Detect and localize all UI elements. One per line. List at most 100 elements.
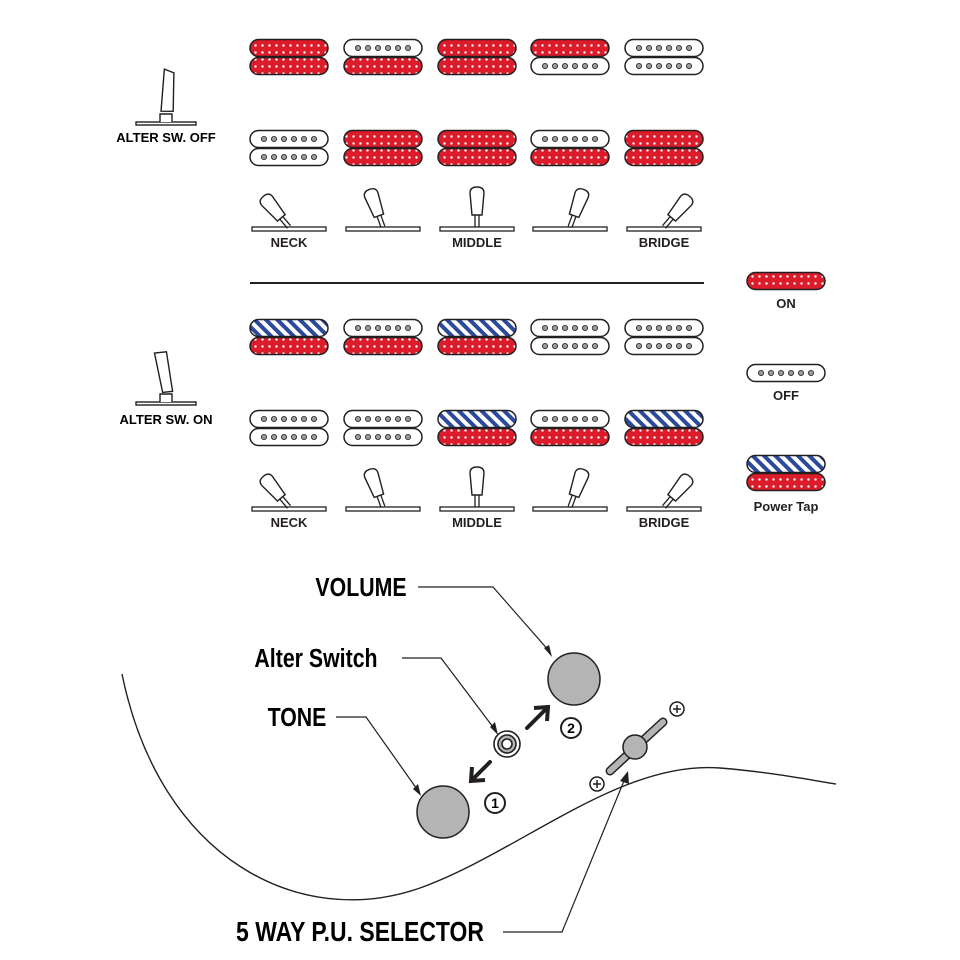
selector-leader-arrow-icon xyxy=(620,771,629,784)
pickup-coil-top xyxy=(530,318,610,338)
pickup-coil-top xyxy=(530,409,610,429)
pickup-coil-bottom xyxy=(624,147,704,167)
pickup-coil-bottom xyxy=(343,56,423,76)
pickup-coil-bottom xyxy=(249,56,329,76)
alter-on-label: ALTER SW. ON xyxy=(120,412,213,427)
pickup-coil-top xyxy=(343,409,423,429)
selector-lever-icon-3 xyxy=(439,186,515,232)
switch-section-2: NECK MIDDLE BRIDGE xyxy=(249,318,704,530)
tone-leader-line xyxy=(336,716,420,793)
pickup-coil-bottom xyxy=(530,56,610,76)
pickup-coil-bottom xyxy=(343,336,423,356)
pickup-coil-bottom xyxy=(624,427,704,447)
position-label: NECK xyxy=(271,235,308,250)
selector-lever-icon-2 xyxy=(345,468,421,512)
alter-off-switch-icon xyxy=(135,68,197,126)
legend-item-on: ON xyxy=(746,271,826,311)
marker-2-circle xyxy=(560,717,582,739)
alter-switch-leader-arrow-icon xyxy=(490,722,498,735)
alter-off-label: ALTER SW. OFF xyxy=(116,130,215,145)
pickup-coil-top xyxy=(624,129,704,149)
humbucker-pickup xyxy=(624,318,704,356)
humbucker-pickup xyxy=(249,129,329,167)
volume-leader-line xyxy=(418,586,551,653)
pickup-coil-top xyxy=(437,129,517,149)
humbucker-pickup xyxy=(343,129,423,167)
pickup-coil-bottom xyxy=(530,427,610,447)
pickup-coil-bottom xyxy=(530,147,610,167)
selector-lever-icon-3 xyxy=(439,466,515,512)
humbucker-pickup xyxy=(437,129,517,167)
humbucker-pickup xyxy=(343,38,423,76)
pickup-coil-top xyxy=(343,318,423,338)
legend-item-off: OFF xyxy=(746,363,826,403)
volume-knob[interactable] xyxy=(547,652,601,706)
position-label: BRIDGE xyxy=(639,515,690,530)
humbucker-pickup xyxy=(249,409,329,447)
legend-label: OFF xyxy=(773,388,799,403)
screw-top-icon xyxy=(669,701,685,717)
humbucker-pickup xyxy=(249,318,329,356)
pickup-coil-top xyxy=(249,38,329,58)
pickup-coil-bottom xyxy=(249,147,329,167)
legend-item-tap: Power Tap xyxy=(746,454,826,514)
pickup-coil-bottom xyxy=(437,427,517,447)
selector-leader-line xyxy=(503,775,627,933)
marker-1-circle xyxy=(484,792,506,814)
five-way-selector[interactable] xyxy=(605,717,668,776)
pickup-coil-top xyxy=(343,129,423,149)
alter-on-switch-icon xyxy=(135,351,197,406)
selector-lever-icon-5 xyxy=(626,193,702,232)
pickup-coil-top xyxy=(530,129,610,149)
alter-switch-callout-label: Alter Switch xyxy=(254,644,377,674)
legend-label: Power Tap xyxy=(754,499,819,514)
humbucker-pickup xyxy=(624,129,704,167)
pickup-coil-top xyxy=(249,409,329,429)
humbucker-pickup xyxy=(530,409,610,447)
pickup-coil-bottom xyxy=(624,56,704,76)
screw-bottom-icon xyxy=(589,776,605,792)
legend-swatch-bottom xyxy=(746,472,826,492)
pickup-coil-top xyxy=(343,38,423,58)
pickup-coil-top xyxy=(624,409,704,429)
marker-1: 1 xyxy=(491,795,499,811)
selector-lever-icon-2 xyxy=(345,188,421,232)
position-label: BRIDGE xyxy=(639,235,690,250)
pickup-coil-bottom xyxy=(249,427,329,447)
tone-knob[interactable] xyxy=(416,785,470,839)
selector-lever-icon-1 xyxy=(251,473,327,512)
pickup-coil-bottom xyxy=(343,427,423,447)
arrow-down-left-head xyxy=(468,766,486,784)
pickup-coil-top xyxy=(437,38,517,58)
marker-2: 2 xyxy=(567,720,575,736)
position-label: MIDDLE xyxy=(452,515,502,530)
pickup-coil-bottom xyxy=(343,147,423,167)
selector-lever-icon-4 xyxy=(532,468,608,512)
humbucker-pickup xyxy=(624,409,704,447)
humbucker-pickup xyxy=(624,38,704,76)
pickup-coil-top xyxy=(437,318,517,338)
legend-swatch xyxy=(746,271,826,291)
alter-switch-button[interactable] xyxy=(493,730,521,758)
humbucker-pickup xyxy=(437,38,517,76)
humbucker-pickup xyxy=(343,318,423,356)
arrow-up-right-head xyxy=(533,704,551,722)
pickup-coil-top xyxy=(249,129,329,149)
pickup-coil-bottom xyxy=(437,56,517,76)
tone-callout-label: TONE xyxy=(268,703,327,733)
pickup-coil-bottom xyxy=(624,336,704,356)
guitar-body-outline xyxy=(121,673,837,901)
pickup-coil-top xyxy=(437,409,517,429)
pickup-coil-top xyxy=(624,38,704,58)
legend-swatch-top xyxy=(746,454,826,474)
legend-label: ON xyxy=(776,296,796,311)
humbucker-pickup xyxy=(249,38,329,76)
pickup-coil-top xyxy=(624,318,704,338)
position-label: NECK xyxy=(271,515,308,530)
pickup-coil-bottom xyxy=(530,336,610,356)
humbucker-pickup xyxy=(343,409,423,447)
humbucker-pickup xyxy=(530,129,610,167)
alter-switch-leader-line xyxy=(402,657,497,732)
